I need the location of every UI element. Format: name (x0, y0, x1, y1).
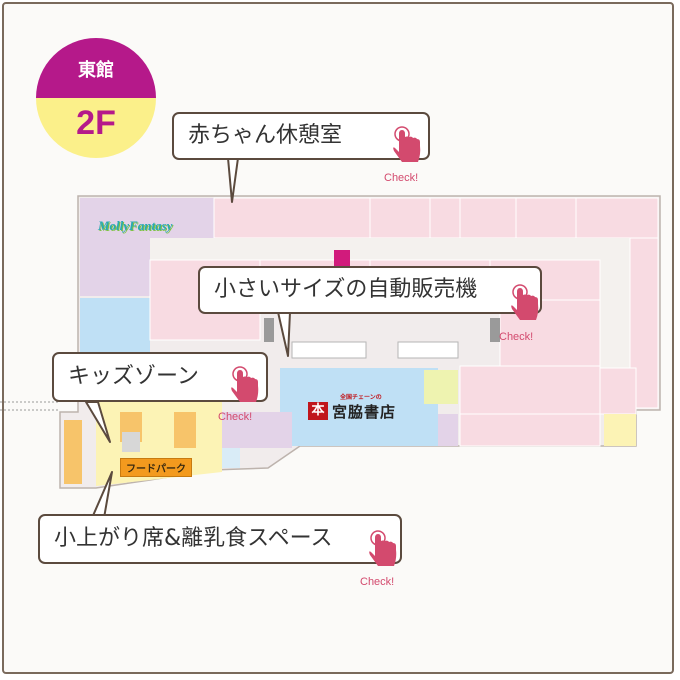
food-park-label: フードパーク (120, 458, 192, 477)
floor-badge: 東館 2F (36, 38, 156, 158)
shop-area (424, 370, 458, 404)
shop-area (599, 367, 637, 415)
callout-label: キッズゾーン (68, 364, 199, 389)
marker (334, 250, 350, 268)
shop-area (80, 198, 150, 296)
kids-zone-fixture (122, 432, 140, 452)
escalator (291, 341, 367, 359)
vending-machine-marker (264, 318, 274, 342)
pointing-hand-icon[interactable] (366, 528, 400, 568)
check-link[interactable]: Check! (499, 331, 534, 343)
shop-area (459, 413, 601, 447)
floor-level: 2F (36, 98, 156, 158)
shop-area (222, 448, 240, 468)
callout-label: 小上がり席&離乳食スペース (54, 526, 333, 551)
callout-vending[interactable]: 小さいサイズの自動販売機 (198, 266, 542, 314)
check-link[interactable]: Check! (384, 172, 419, 184)
shop-area (604, 414, 636, 446)
shop-area (459, 197, 517, 239)
callout-label: 小さいサイズの自動販売機 (214, 277, 478, 302)
mollyfantasy-logo: MollyFantasy (98, 218, 173, 233)
bookstore-mark: 本 (308, 402, 328, 420)
shop-area (429, 197, 461, 239)
shop-area (174, 412, 196, 448)
shop-area (575, 197, 659, 239)
pointing-hand-icon[interactable] (228, 364, 262, 404)
bookstore-tagline: 全国チェーンの (340, 394, 382, 401)
check-link[interactable]: Check! (360, 576, 395, 588)
callout-baby-room[interactable]: 赤ちゃん休憩室 (172, 112, 430, 160)
shop-area (150, 198, 214, 238)
escalator (397, 341, 459, 359)
bookstore-name: 宮脇書店 (332, 403, 397, 421)
vending-machine-marker (490, 318, 500, 342)
shop-area (459, 365, 601, 415)
callout-label: 赤ちゃん休憩室 (188, 123, 343, 148)
bookstore-area (280, 368, 438, 446)
shop-area (438, 414, 458, 446)
pointing-hand-icon[interactable] (508, 282, 542, 322)
building-name: 東館 (36, 38, 156, 98)
shop-area (213, 197, 371, 239)
callout-baby-food-space[interactable]: 小上がり席&離乳食スペース (38, 514, 402, 564)
pointing-hand-icon[interactable] (390, 124, 424, 164)
callout-pointer (85, 401, 111, 443)
shop-area (515, 197, 577, 239)
shop-area (64, 420, 82, 484)
corridor (150, 238, 630, 260)
callout-kids-zone[interactable]: キッズゾーン (52, 352, 268, 402)
check-link[interactable]: Check! (218, 411, 253, 423)
shop-area (369, 197, 431, 239)
corridor (600, 238, 630, 368)
